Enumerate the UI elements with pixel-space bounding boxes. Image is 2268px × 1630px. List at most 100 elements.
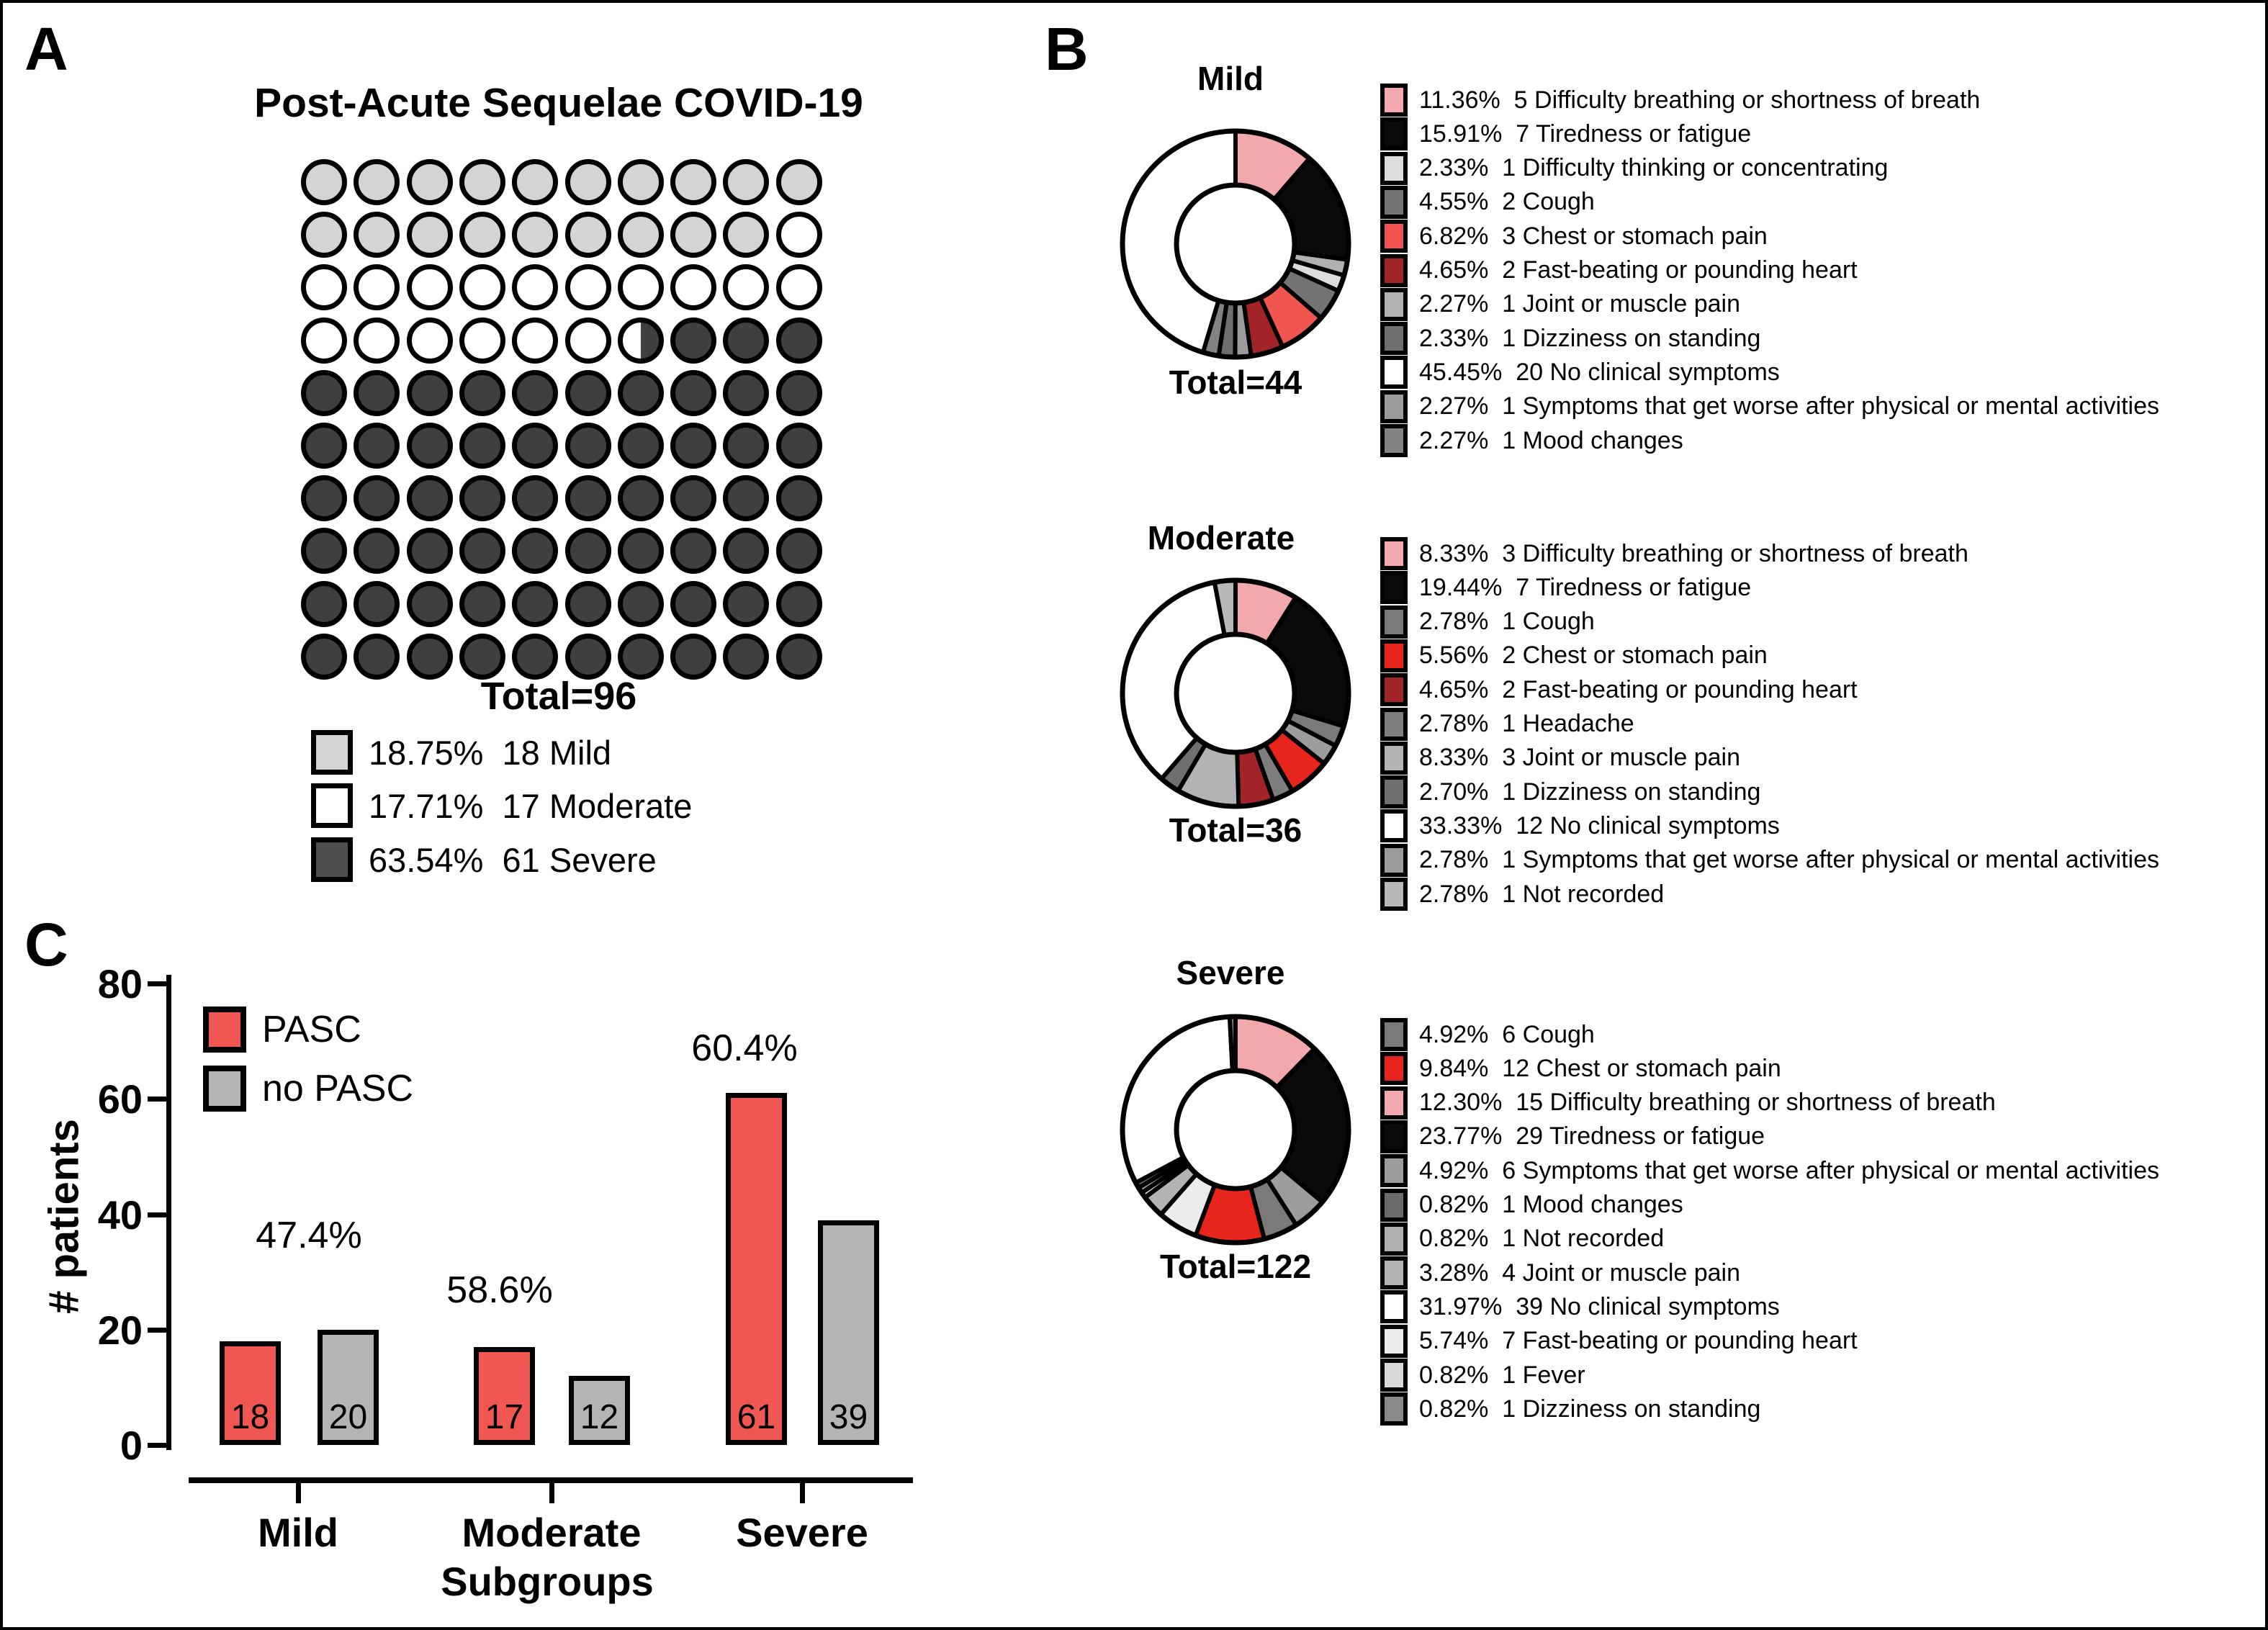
legend-swatch <box>1380 1359 1408 1392</box>
legend-label: 2.33% 1 Dizziness on standing <box>1419 324 1761 352</box>
waffle-dot <box>459 475 505 522</box>
legend-item-pasc: PASC <box>203 1007 361 1053</box>
donut-total-severe: Total=122 <box>1159 1248 1312 1285</box>
donut-rim <box>1174 182 1297 306</box>
y-axis-line <box>166 975 171 1450</box>
donut-legend-item: 4.65% 2 Fast-beating or pounding heart <box>1380 673 1858 707</box>
bar-value-label: 20 <box>328 1398 368 1436</box>
legend-swatch <box>1380 220 1408 253</box>
legend-label: 12.30% 15 Difficulty breathing or shortn… <box>1419 1089 1996 1117</box>
legend-label: 11.36% 5 Difficulty breathing or shortne… <box>1419 86 1981 114</box>
no-pasc-label: no PASC <box>262 1068 414 1109</box>
waffle-dot <box>459 264 505 311</box>
waffle-dot <box>775 580 822 627</box>
legend-label: 23.77% 29 Tiredness or fatigue <box>1419 1122 1765 1151</box>
waffle-dot <box>775 317 822 364</box>
donut-legend-item: 3.28% 4 Joint or muscle pain <box>1380 1256 1740 1290</box>
bar-value-label: 39 <box>829 1397 868 1436</box>
legend-swatch <box>1380 537 1408 570</box>
waffle-dot <box>406 528 453 575</box>
y-axis-tick <box>148 1327 166 1333</box>
legend-swatch <box>1380 843 1408 877</box>
bar-pasc: 61 <box>726 1093 787 1445</box>
legend-swatch <box>1380 1018 1408 1051</box>
waffle-dot <box>354 369 400 416</box>
donut-legend-item: 6.82% 3 Chest or stomach pain <box>1380 220 1768 253</box>
waffle-dot <box>512 633 559 680</box>
donut-legend-item: 2.33% 1 Difficulty thinking or concentra… <box>1380 151 1889 185</box>
waffle-dot <box>775 159 822 205</box>
donut-legend-item: 2.78% 1 Not recorded <box>1380 878 1664 911</box>
bar-value-label: 18 <box>230 1397 270 1436</box>
waffle-dot <box>670 264 717 311</box>
donut-legend-item: 2.78% 1 Symptoms that get worse after ph… <box>1380 843 2159 877</box>
waffle-dot <box>406 212 453 258</box>
legend-label: 4.92% 6 Cough <box>1419 1020 1595 1048</box>
waffle-dot <box>564 423 611 469</box>
legend-swatch <box>1380 151 1408 185</box>
y-axis-tick-label: 80 <box>97 961 143 1007</box>
donut-legend-item: 23.77% 29 Tiredness or fatigue <box>1380 1120 1765 1153</box>
donut-legend-item: 2.70% 1 Dizziness on standing <box>1380 775 1760 809</box>
legend-swatch <box>1380 84 1408 117</box>
donut-legend-item: 2.78% 1 Headache <box>1380 707 1634 741</box>
donut-legend-item: 2.27% 1 Mood changes <box>1380 424 1683 457</box>
waffle-dot <box>406 264 453 311</box>
waffle-dot <box>670 317 717 364</box>
donut-rim <box>1120 577 1351 809</box>
waffle-dot <box>775 633 822 680</box>
waffle-dot <box>512 317 559 364</box>
donut-slice <box>1227 1014 1238 1073</box>
donut-legend-item: 2.33% 1 Dizziness on standing <box>1380 322 1761 356</box>
legend-label: 2.33% 1 Difficulty thinking or concentra… <box>1419 154 1889 182</box>
legend-label: 9.84% 12 Chest or stomach pain <box>1419 1054 1781 1082</box>
waffle-dot <box>459 580 505 627</box>
waffle-dot <box>670 475 717 522</box>
waffle-dot <box>617 580 664 627</box>
legend-item-no-pasc: no PASC <box>203 1066 413 1112</box>
waffle-dot <box>459 423 505 469</box>
waffle-dot <box>564 264 611 311</box>
waffle-dot <box>670 369 717 416</box>
waffle-dot <box>301 423 347 469</box>
bar-no-pasc: 12 <box>569 1375 630 1445</box>
waffle-dot <box>459 633 505 680</box>
panel-a-legend-item: 18.75% 18 Mild <box>311 730 611 775</box>
waffle-dot <box>301 369 347 416</box>
waffle-dot <box>670 633 717 680</box>
waffle-dot <box>617 317 664 364</box>
waffle-dot <box>459 528 505 575</box>
waffle-dot <box>775 423 822 469</box>
donut-rim <box>1174 631 1297 755</box>
legend-label: 8.33% 3 Joint or muscle pain <box>1419 744 1741 772</box>
donut-svg-mild <box>1120 128 1351 360</box>
waffle-dot <box>354 475 400 522</box>
donut-chart-severe <box>1112 1006 1359 1257</box>
waffle-dot <box>406 580 453 627</box>
legend-swatch <box>1380 673 1408 707</box>
legend-label: 4.92% 6 Symptoms that get worse after ph… <box>1419 1156 2160 1184</box>
group-percent-label: 58.6% <box>446 1269 553 1311</box>
waffle-dot <box>723 423 770 469</box>
legend-label: 2.27% 1 Joint or muscle pain <box>1419 290 1741 318</box>
waffle-dot <box>723 633 770 680</box>
donut-svg-moderate <box>1120 577 1351 809</box>
legend-label: 0.82% 1 Fever <box>1419 1361 1585 1389</box>
legend-label: 31.97% 39 No clinical symptoms <box>1419 1292 1780 1320</box>
waffle-dot <box>459 317 505 364</box>
x-group-tick <box>549 1477 554 1503</box>
waffle-dot <box>564 369 611 416</box>
panel-c-letter: C <box>24 911 68 978</box>
legend-label: 18.75% 18 Mild <box>369 733 612 772</box>
donut-total-mild: Total=44 <box>1169 364 1302 401</box>
legend-swatch <box>1380 185 1408 219</box>
waffle-dot <box>564 159 611 205</box>
waffle-dot <box>301 475 347 522</box>
legend-swatch <box>1380 571 1408 605</box>
waffle-dot <box>775 212 822 258</box>
waffle-dot <box>723 264 770 311</box>
y-axis-tick <box>148 1097 166 1102</box>
legend-swatch <box>1380 1290 1408 1324</box>
x-category-label: Moderate <box>462 1510 642 1555</box>
waffle-dot <box>512 159 559 205</box>
